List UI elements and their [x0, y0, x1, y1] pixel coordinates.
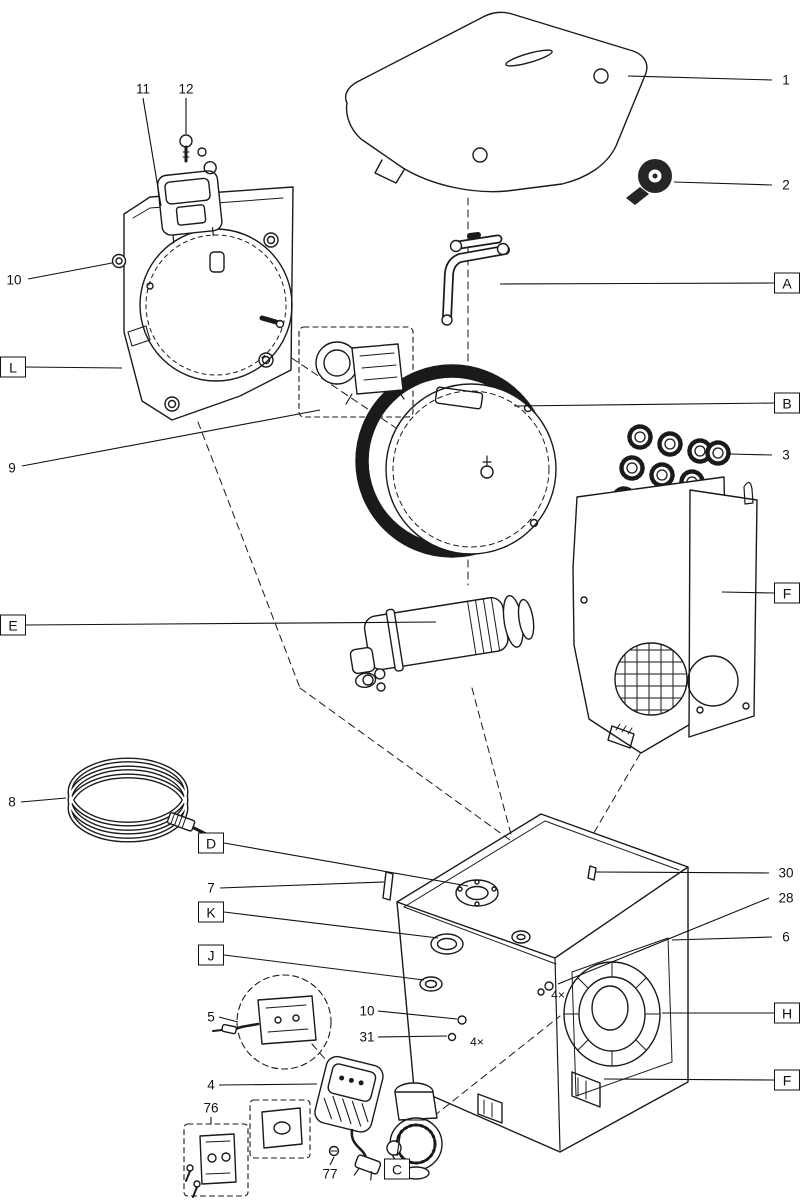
callout-qty-top: 4× [551, 988, 565, 1002]
callout-J-leader-line [223, 954, 425, 981]
callout-L-leader-line [25, 366, 123, 369]
callout-L: L [0, 356, 26, 378]
callout-10-screw-leader-line [377, 1010, 458, 1020]
callout-A: A [774, 272, 800, 294]
callout-F-lower: F [774, 1069, 800, 1091]
callout-28-leader-line [557, 897, 770, 985]
callout-76: 76 [203, 1100, 219, 1116]
callout-4: 4 [207, 1077, 215, 1093]
callout-qty-bottom: 4× [470, 1035, 484, 1049]
motor-part [157, 134, 223, 244]
pipe-part [441, 232, 510, 326]
callout-H: H [774, 1002, 800, 1024]
callout-10-screw: 10 [359, 1003, 375, 1019]
callout-E-leader-line [25, 621, 437, 626]
callout-11: 11 [135, 81, 151, 97]
callout-A-leader-line [499, 282, 775, 285]
tape-roll-part [626, 159, 672, 205]
rear-panel-part [572, 476, 758, 754]
callout-10-nut: 10 [6, 272, 22, 288]
callout-10-nut-leader-line [27, 262, 113, 280]
lid-part [344, 11, 648, 193]
callout-8-leader-line [20, 797, 67, 803]
hose-part [67, 757, 208, 843]
callout-77-leader-line [329, 1156, 335, 1166]
callout-K: K [198, 901, 224, 923]
callout-K-leader-line [223, 911, 439, 939]
callout-B: B [774, 392, 800, 414]
callout-B-leader-line [513, 402, 775, 407]
callout-6-leader-line [671, 936, 773, 941]
tank-part [382, 813, 689, 1153]
callout-C: C [384, 1158, 410, 1180]
sensor-part [212, 974, 332, 1070]
callout-9: 9 [8, 460, 16, 476]
callout-D-leader-line [223, 842, 469, 887]
callout-F-upper-leader-line [721, 591, 775, 594]
controller-part [314, 1055, 384, 1181]
callout-30-leader-line [595, 871, 770, 874]
drum-filter-part [355, 364, 557, 558]
callout-J: J [198, 944, 224, 966]
callout-4-leader-line [218, 1083, 318, 1086]
callout-3: 3 [782, 447, 790, 463]
callout-8: 8 [8, 794, 16, 810]
uvc-housing-part [349, 594, 535, 692]
callout-30: 30 [778, 865, 794, 881]
callout-31: 31 [359, 1029, 375, 1045]
callout-2: 2 [782, 177, 790, 193]
callout-F-upper: F [774, 582, 800, 604]
callout-2-leader-line [673, 181, 773, 186]
assembly-axis-lines [197, 197, 641, 1117]
callout-D: D [198, 832, 224, 854]
callout-7-leader-line [219, 881, 385, 889]
callout-E: E [0, 614, 26, 636]
callout-28: 28 [778, 890, 794, 906]
callout-3-leader-line [729, 453, 773, 456]
callout-11-leader-line [142, 97, 162, 207]
callout-1-leader-line [627, 75, 773, 81]
callout-12: 12 [178, 81, 194, 97]
callout-31-leader-line [377, 1035, 448, 1038]
callout-7: 7 [207, 880, 215, 896]
callout-1: 1 [782, 72, 790, 88]
callout-F-lower-leader-line [603, 1078, 775, 1081]
callout-C-leader-line [396, 1129, 402, 1157]
callout-77: 77 [322, 1166, 338, 1182]
rotor-unit-part [298, 326, 414, 418]
callout-5: 5 [207, 1009, 215, 1025]
clamp-kit-part [183, 1099, 311, 1198]
callout-5-leader-line [218, 1016, 239, 1023]
callout-6: 6 [782, 929, 790, 945]
callout-9-leader-line [21, 409, 321, 467]
